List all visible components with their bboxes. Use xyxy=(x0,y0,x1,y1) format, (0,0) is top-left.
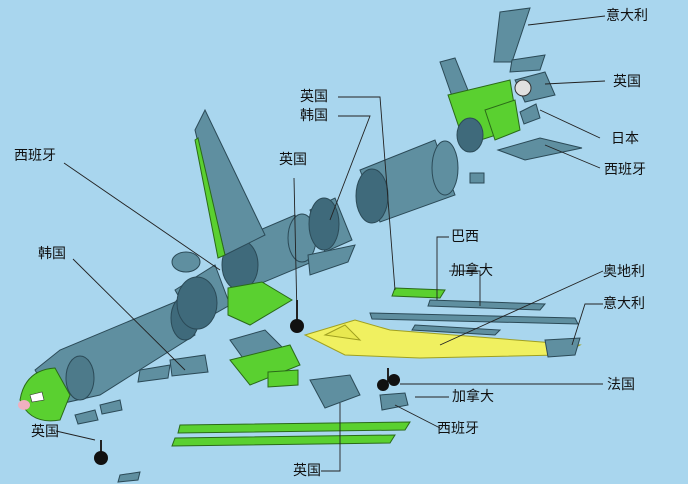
mid-fuselage-barrel xyxy=(308,139,459,253)
wing-panels xyxy=(369,287,581,358)
leader-lines xyxy=(55,15,606,472)
label-uk-engine: 英国 xyxy=(613,74,641,90)
label-korea-left: 韩国 xyxy=(38,246,66,262)
label-canada-low: 加拿大 xyxy=(452,389,494,405)
label-spain-tail: 西班牙 xyxy=(604,162,646,178)
tail-engine-parts xyxy=(469,7,583,184)
label-austria: 奥地利 xyxy=(603,264,645,280)
label-france: 法国 xyxy=(607,377,635,393)
label-korea-mid: 韩国 xyxy=(300,108,328,124)
fairings xyxy=(137,244,409,411)
flap-strips xyxy=(171,421,411,447)
tail-section xyxy=(439,57,521,153)
label-spain-left: 西班牙 xyxy=(14,148,56,164)
label-uk-gear: 英国 xyxy=(279,152,307,168)
nose-landing-gear xyxy=(94,440,108,465)
label-uk-nose-gear: 英国 xyxy=(31,424,59,440)
label-italy-right: 意大利 xyxy=(603,296,645,312)
nose-cone xyxy=(18,367,71,422)
vertical-stabilizer xyxy=(194,108,266,259)
label-uk-mid: 英国 xyxy=(300,89,328,105)
wing-yellow xyxy=(303,319,582,359)
label-spain-low: 西班牙 xyxy=(437,421,479,437)
label-canada-wing: 加拿大 xyxy=(451,263,493,279)
wing-center-box xyxy=(171,251,293,326)
label-brazil: 巴西 xyxy=(451,229,479,245)
nose-fairings xyxy=(74,399,141,483)
label-uk-bottom: 英国 xyxy=(293,463,321,479)
label-japan: 日本 xyxy=(611,131,639,147)
label-italy-top: 意大利 xyxy=(606,8,648,24)
